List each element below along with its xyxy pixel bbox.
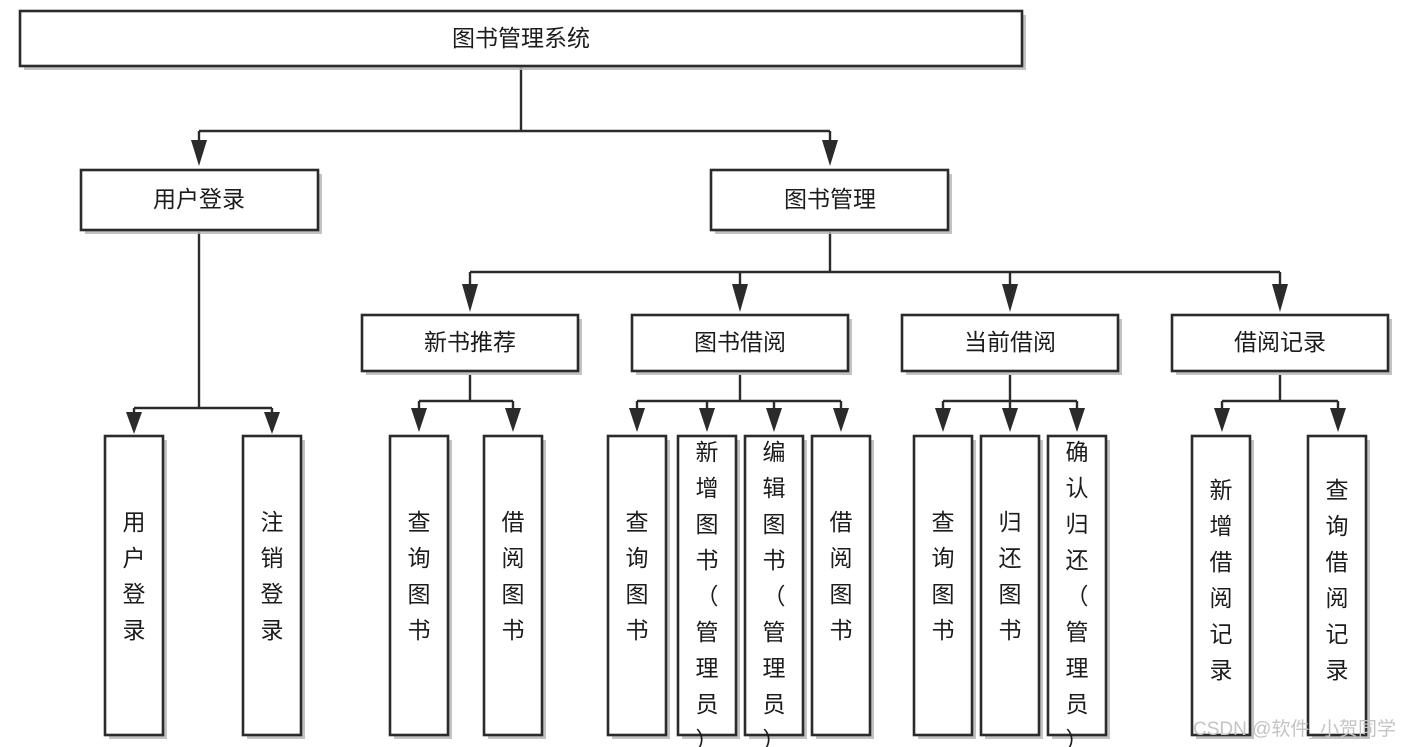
leaf-label: 新增借阅记录 — [1210, 477, 1233, 683]
leaf-box — [912, 434, 974, 737]
leaf-label: 借阅图书 — [830, 509, 853, 643]
leaf-box — [810, 434, 872, 737]
current-borrow-box — [900, 313, 1120, 373]
root-label: 图书管理系统 — [452, 25, 590, 51]
leaf-user-login-login[interactable]: 用户登录 — [103, 434, 167, 739]
arrow-head-bb-leaf1 — [629, 408, 645, 432]
leaf-box — [979, 434, 1041, 737]
leaf-label: 归还图书 — [999, 509, 1022, 643]
arrow-head-book-borrow — [732, 284, 748, 312]
leaf-box — [103, 434, 165, 737]
leaf-box — [482, 434, 544, 737]
book-borrow-label: 图书借阅 — [694, 329, 786, 355]
leaf-book-borrow-query[interactable]: 查询图书 — [606, 434, 670, 739]
arrow-head-leaf-user-login — [126, 412, 142, 434]
current-borrow-label: 当前借阅 — [964, 329, 1056, 355]
leaf-label: 新增图书（管理员） — [696, 439, 719, 747]
borrow-record-box — [1170, 313, 1390, 373]
node-borrow-record[interactable]: 借阅记录 — [1170, 313, 1392, 375]
leaf-box — [606, 434, 668, 737]
leaf-book-borrow-borrow[interactable]: 借阅图书 — [810, 434, 874, 739]
leaf-label: 查询图书 — [408, 509, 431, 643]
new-book-recommend-label: 新书推荐 — [424, 329, 516, 355]
leaf-box — [676, 434, 738, 737]
arrow-head-bb-leaf3 — [766, 408, 782, 432]
leaf-label: 注销登录 — [261, 509, 284, 643]
arrow-head-bb-leaf4 — [833, 408, 849, 432]
leaf-box — [388, 434, 450, 737]
node-book-borrow[interactable]: 图书借阅 — [630, 313, 852, 375]
leaf-box — [1190, 434, 1252, 737]
csdn-watermark: CSDN @软件_小贺同学 — [1193, 718, 1396, 740]
arrow-head-book-manage — [822, 140, 838, 166]
node-book-management[interactable]: 图书管理 — [709, 168, 952, 234]
leaf-borrow-record-query[interactable]: 查询借阅记录 — [1306, 434, 1370, 739]
leaf-user-login-logout[interactable]: 注销登录 — [241, 434, 305, 739]
leaf-label: 查询借阅记录 — [1326, 477, 1349, 683]
leaf-book-borrow-add[interactable]: 新增图书（管理员） — [676, 434, 740, 747]
leaf-new-book-borrow[interactable]: 借阅图书 — [482, 434, 546, 739]
leaf-box — [743, 434, 805, 737]
node-user-login[interactable]: 用户登录 — [79, 168, 322, 234]
arrow-head-current-borrow — [1002, 284, 1018, 312]
leaf-box — [1046, 434, 1108, 737]
root-box — [18, 9, 1024, 68]
book-management-box — [709, 168, 950, 232]
book-borrow-box — [630, 313, 850, 373]
arrow-head-leaf-logout — [264, 412, 280, 434]
leaf-current-borrow-query[interactable]: 查询图书 — [912, 434, 976, 739]
leaf-current-borrow-confirm[interactable]: 确认归还（管理员） — [1046, 434, 1110, 747]
leaf-label: 用户登录 — [123, 509, 146, 643]
arrow-head-user-login — [191, 140, 207, 166]
node-current-borrow[interactable]: 当前借阅 — [900, 313, 1122, 375]
node-new-book-recommend[interactable]: 新书推荐 — [360, 313, 582, 375]
arrow-head-borrow-record — [1272, 284, 1288, 312]
arrow-head-nbr-leaf2 — [505, 408, 521, 432]
arrow-head-br-leaf1 — [1214, 408, 1230, 432]
arrow-head-br-leaf2 — [1330, 408, 1346, 432]
leaf-label: 编辑图书（管理员） — [763, 439, 786, 747]
arrow-head-bb-leaf2 — [699, 408, 715, 432]
arrow-head-new-book — [462, 284, 478, 312]
leaf-borrow-record-add[interactable]: 新增借阅记录 — [1190, 434, 1254, 739]
leaf-box — [241, 434, 303, 737]
node-root-book-management-system[interactable]: 图书管理系统 — [18, 9, 1026, 70]
connector-layer — [126, 66, 1346, 434]
leaf-label: 借阅图书 — [502, 509, 525, 643]
arrow-head-cb-leaf2 — [1002, 408, 1018, 432]
leaf-box — [1306, 434, 1368, 737]
arrow-head-nbr-leaf1 — [411, 408, 427, 432]
user-login-label: 用户登录 — [153, 186, 245, 212]
leaf-label: 查询图书 — [626, 509, 649, 643]
book-management-label: 图书管理 — [784, 186, 876, 212]
user-login-box — [79, 168, 320, 232]
leaf-label: 查询图书 — [932, 509, 955, 643]
leaf-label: 确认归还（管理员） — [1066, 439, 1089, 747]
leaf-new-book-query[interactable]: 查询图书 — [388, 434, 452, 739]
leaf-current-borrow-return[interactable]: 归还图书 — [979, 434, 1043, 739]
borrow-record-label: 借阅记录 — [1234, 329, 1326, 355]
new-book-recommend-box — [360, 313, 580, 373]
leaf-book-borrow-edit[interactable]: 编辑图书（管理员） — [743, 434, 807, 747]
arrow-head-cb-leaf3 — [1069, 408, 1085, 432]
arrow-head-cb-leaf1 — [935, 408, 951, 432]
